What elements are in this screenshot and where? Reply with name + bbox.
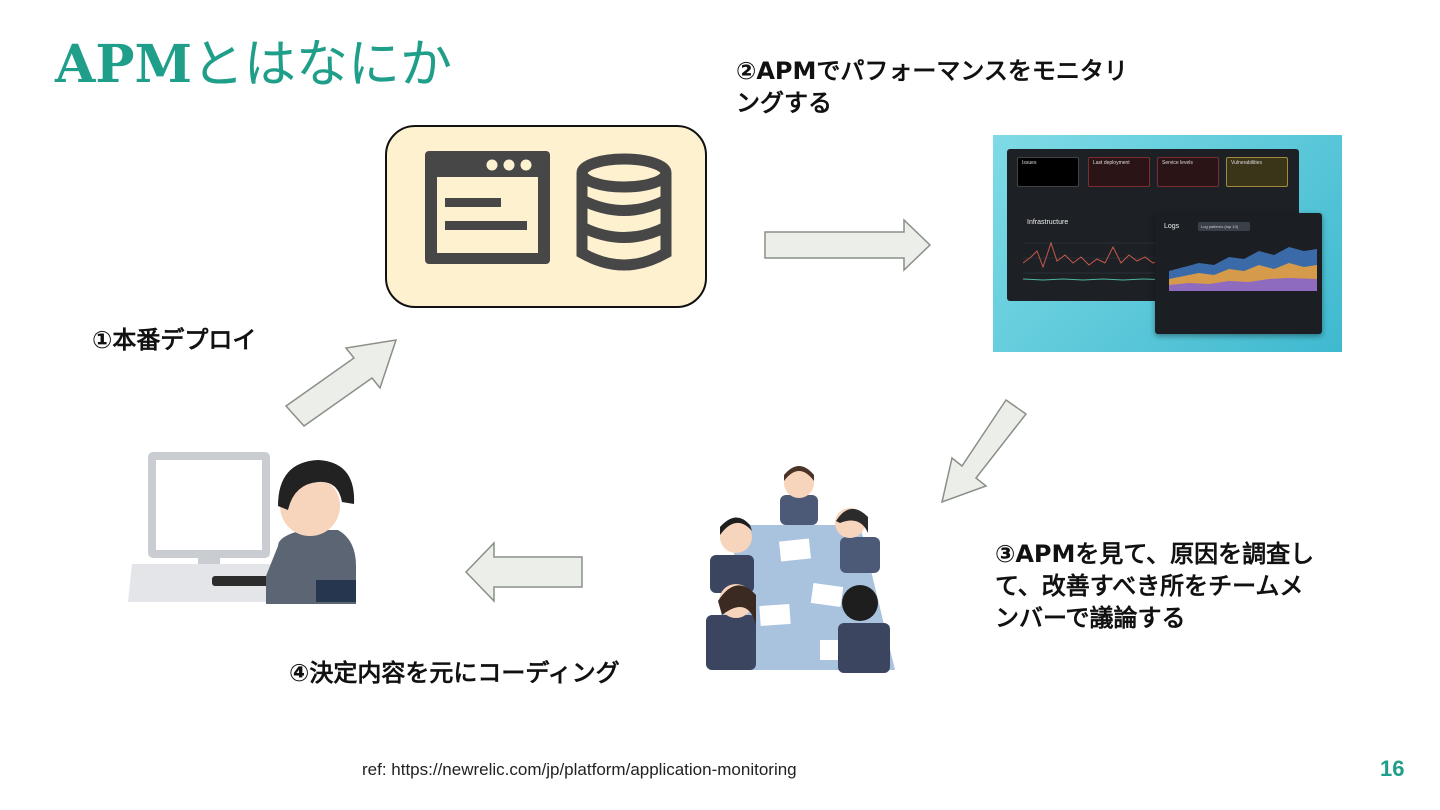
infrastructure-label: Infrastructure bbox=[1027, 219, 1069, 226]
step2-label: ②APMでパフォーマンスをモニタリ ングする bbox=[736, 55, 1156, 119]
step3-label: ③APMを見て、原因を調査し て、改善すべき所をチームメ ンバーで議論する bbox=[995, 538, 1355, 634]
step3-line3: ンバーで議論する bbox=[995, 604, 1186, 632]
title-latin: APM bbox=[55, 34, 193, 95]
tile-issues: Issues bbox=[1017, 157, 1079, 187]
app-window-icon bbox=[425, 151, 550, 264]
arrow-to-coding bbox=[464, 541, 583, 603]
deploy-target-box bbox=[385, 125, 707, 308]
developer-coding-illustration bbox=[128, 452, 356, 604]
page-title: APMとはなにか bbox=[55, 22, 452, 97]
apm-dashboard-screenshot: Issues Last deployment Service levels Vu… bbox=[993, 135, 1342, 352]
step2-line2: ングする bbox=[736, 89, 832, 117]
logs-panel: Logs Log patterns (top 10) bbox=[1155, 213, 1322, 334]
person-left-1 bbox=[710, 517, 754, 593]
logs-area-chart bbox=[1169, 247, 1317, 291]
tile-service-levels: Service levels bbox=[1157, 157, 1219, 187]
tile-vulnerabilities: Vulnerabilities bbox=[1226, 157, 1288, 187]
team-meeting-illustration bbox=[706, 466, 895, 673]
step3-line2: て、改善すべき所をチームメ bbox=[995, 572, 1304, 600]
step3-line1: ③APMを見て、原因を調査し bbox=[995, 540, 1315, 568]
person-right-2 bbox=[838, 585, 890, 673]
reference-url: ref: https://newrelic.com/jp/platform/ap… bbox=[362, 760, 797, 779]
logs-filter-select: Log patterns (top 10) bbox=[1198, 222, 1250, 231]
arrow-to-discussion bbox=[940, 398, 1028, 504]
page-number: 16 bbox=[1380, 756, 1405, 781]
arrow-to-monitoring bbox=[764, 218, 932, 272]
database-icon bbox=[576, 153, 672, 271]
person-right-1 bbox=[835, 508, 880, 573]
person-left-2 bbox=[706, 584, 756, 670]
step1-label: ①本番デプロイ bbox=[92, 326, 257, 354]
step4-label: ④決定内容を元にコーディング bbox=[289, 659, 620, 687]
title-japanese: とはなにか bbox=[192, 35, 453, 95]
tile-last-deployment: Last deployment bbox=[1088, 157, 1150, 187]
step2-line1: ②APMでパフォーマンスをモニタリ bbox=[736, 57, 1128, 85]
person-top bbox=[780, 466, 818, 525]
arrow-to-deploy bbox=[284, 339, 398, 427]
logs-label: Logs bbox=[1164, 223, 1180, 230]
server-icons bbox=[425, 151, 672, 271]
infrastructure-line-chart bbox=[1023, 241, 1173, 281]
